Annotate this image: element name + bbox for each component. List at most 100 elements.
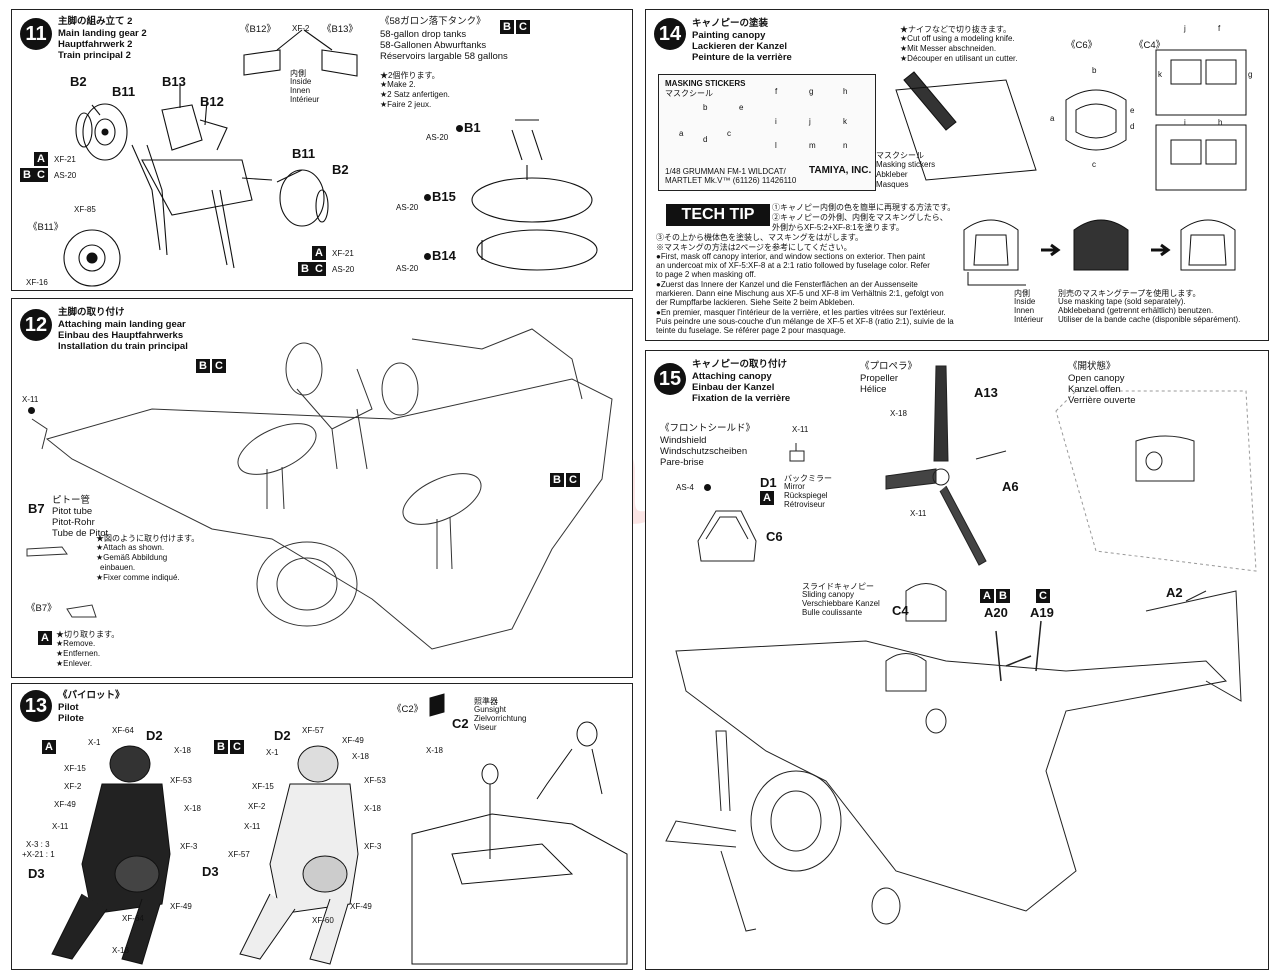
c4-letter: i xyxy=(1184,118,1186,127)
mirror-fr: Rétroviseur xyxy=(784,500,825,509)
paint-code: AS-20 xyxy=(396,203,419,212)
c4-letter: j xyxy=(1184,24,1186,33)
step-title-de: Einbau der Kanzel xyxy=(692,382,775,393)
version-box-b: B xyxy=(500,20,514,34)
gunsight-en: Gunsight xyxy=(474,705,507,714)
techtip-line: ●En premier, masquer l'intérieur de la v… xyxy=(656,308,946,317)
mask-label: Abkleber xyxy=(876,170,908,179)
techtip-line: ①キャノピー内側の色を簡単に再現する方法です。 xyxy=(772,203,956,212)
step-11-panel: 11 主脚の組み立て 2 Main landing gear 2 Hauptfa… xyxy=(11,9,633,291)
step-title-de: Lackieren der Kanzel xyxy=(692,41,788,52)
part-label-d2: D2 xyxy=(146,728,163,743)
gunsight-fr: Viseur xyxy=(474,723,497,732)
tank-title-fr: Réservoirs largable 58 gallons xyxy=(380,51,508,62)
step-title-jp: 主脚の組み立て 2 xyxy=(58,16,133,27)
techtip-line: ③その上から機体色を塗装し、マスキングをはがします。 xyxy=(656,233,863,242)
part-label-d3: D3 xyxy=(202,864,219,879)
tape-label: Utiliser de la bande cache (disponible s… xyxy=(1058,315,1241,324)
step-12-drawing xyxy=(26,328,613,650)
propeller-jp: 《プロペラ》 xyxy=(860,361,918,372)
version-box-a: A xyxy=(980,589,994,603)
paint-code: X-11 xyxy=(22,395,39,404)
paint-code: X-3 : 3 xyxy=(26,840,50,849)
step-title-jp: 主脚の取り付け xyxy=(58,307,125,318)
open-fr: Verrière ouverte xyxy=(1068,395,1136,406)
paint-code: XF-57 xyxy=(302,726,324,735)
paint-code: X-18 xyxy=(184,804,201,813)
remove-note: ★切り取ります。 xyxy=(56,630,120,639)
paint-code: X-11 xyxy=(792,425,809,434)
open-de: Kanzel offen xyxy=(1068,384,1121,395)
paint-code: X-18 xyxy=(174,746,191,755)
step-number: 14 xyxy=(654,18,686,50)
open-jp: 《開状態》 xyxy=(1068,361,1116,372)
windshield-jp: 《フロントシールド》 xyxy=(660,423,756,434)
make-note: ★Faire 2 jeux. xyxy=(380,100,432,109)
detail-b11-label: 《B11》 xyxy=(28,222,64,233)
remove-note: ★Entfernen. xyxy=(56,649,101,658)
paint-code: XF-49 xyxy=(170,902,192,911)
paint-code: AS-20 xyxy=(426,133,449,142)
step-11-drawing xyxy=(63,29,598,287)
part-label-b2: B2 xyxy=(70,74,87,89)
paint-dot xyxy=(456,125,463,132)
paint-code: X-18 xyxy=(112,946,129,955)
variant-box-c: C xyxy=(230,740,244,754)
step-15-panel: 15 キャノピーの取り付け Attaching canopy Einbau de… xyxy=(645,350,1269,970)
step-title-fr: Pilote xyxy=(58,713,84,724)
version-box-a: A xyxy=(38,631,52,645)
tank-title-jp: 《58ガロン落下タンク》 xyxy=(380,16,486,27)
step-number: 15 xyxy=(654,363,686,395)
pitot-de: Pitot-Rohr xyxy=(52,517,95,528)
paint-code: X-18 xyxy=(364,804,381,813)
sliding-jp: スライドキャノピー xyxy=(802,582,874,591)
windshield-de: Windschutzscheiben xyxy=(660,446,748,457)
step-13-panel: 13 《パイロット》 Pilot Pilote A B C XF-6 xyxy=(11,683,633,970)
version-box-c: C xyxy=(1036,589,1050,603)
step-number: 11 xyxy=(20,18,52,50)
part-label-b2-right: B2 xyxy=(332,162,349,177)
part-label-a6: A6 xyxy=(1002,479,1019,494)
mirror-jp: バックミラー xyxy=(784,474,832,483)
step-15-drawing xyxy=(665,365,1257,932)
inside-label: 内側 xyxy=(290,69,306,78)
attach-note: ★Fixer comme indiqué. xyxy=(96,573,180,582)
make-note: ★2 Satz anfertigen. xyxy=(380,90,450,99)
techtip-line: ②キャノピーの外側、内側をマスキングしたら、 xyxy=(772,213,948,222)
paint-code: XF-49 xyxy=(342,736,364,745)
version-box-c: C xyxy=(212,359,226,373)
part-label-d3: D3 xyxy=(28,866,45,881)
inside-label: Innen xyxy=(290,86,311,95)
tape-label: Abklebeband (getrennt erhältlich) benutz… xyxy=(1058,306,1214,315)
pitot-jp: ピトー管 xyxy=(52,495,91,506)
paint-dot xyxy=(424,194,431,201)
inside-label: Inside xyxy=(290,77,312,86)
paint-code: AS-20 xyxy=(332,265,355,274)
propeller-fr: Hélice xyxy=(860,384,887,395)
attach-note: ★Gemäß Abbildung xyxy=(96,553,168,562)
sheet-letter: k xyxy=(843,117,847,126)
paint-code: XF-2 xyxy=(248,802,266,811)
sheet-letter: j xyxy=(809,117,811,126)
paint-code: XF-3 xyxy=(364,842,382,851)
version-box-b: B xyxy=(996,589,1010,603)
sheet-letter: e xyxy=(739,103,744,112)
attach-note: ★Attach as shown. xyxy=(96,543,165,552)
techtip-line: an undercoat mix of XF-5:XF-8 at a 2:1 r… xyxy=(656,261,930,270)
part-label-b14: B14 xyxy=(432,248,456,263)
paint-code: XF-64 xyxy=(122,914,144,923)
sheet-letter: f xyxy=(775,87,778,96)
detail-b12-label: 《B12》 xyxy=(240,24,276,35)
version-box-a: A xyxy=(760,491,774,505)
cut-note: ★Mit Messer abschneiden. xyxy=(900,44,997,53)
version-box-a: A xyxy=(312,246,326,260)
techtip-line: der Rumpffarbe lackieren. Siehe Seite 2 … xyxy=(656,298,855,307)
c6-letter: d xyxy=(1130,122,1135,131)
mask-label: Masking stickers xyxy=(876,160,936,169)
step-title-de: Einbau des Hauptfahrwerks xyxy=(58,330,184,341)
windshield-fr: Pare-brise xyxy=(660,457,704,468)
version-box-b: B xyxy=(20,168,34,182)
make-note: ★Make 2. xyxy=(380,80,416,89)
part-label-a20: A20 xyxy=(984,605,1008,620)
gunsight-jp: 照準器 xyxy=(474,697,498,706)
